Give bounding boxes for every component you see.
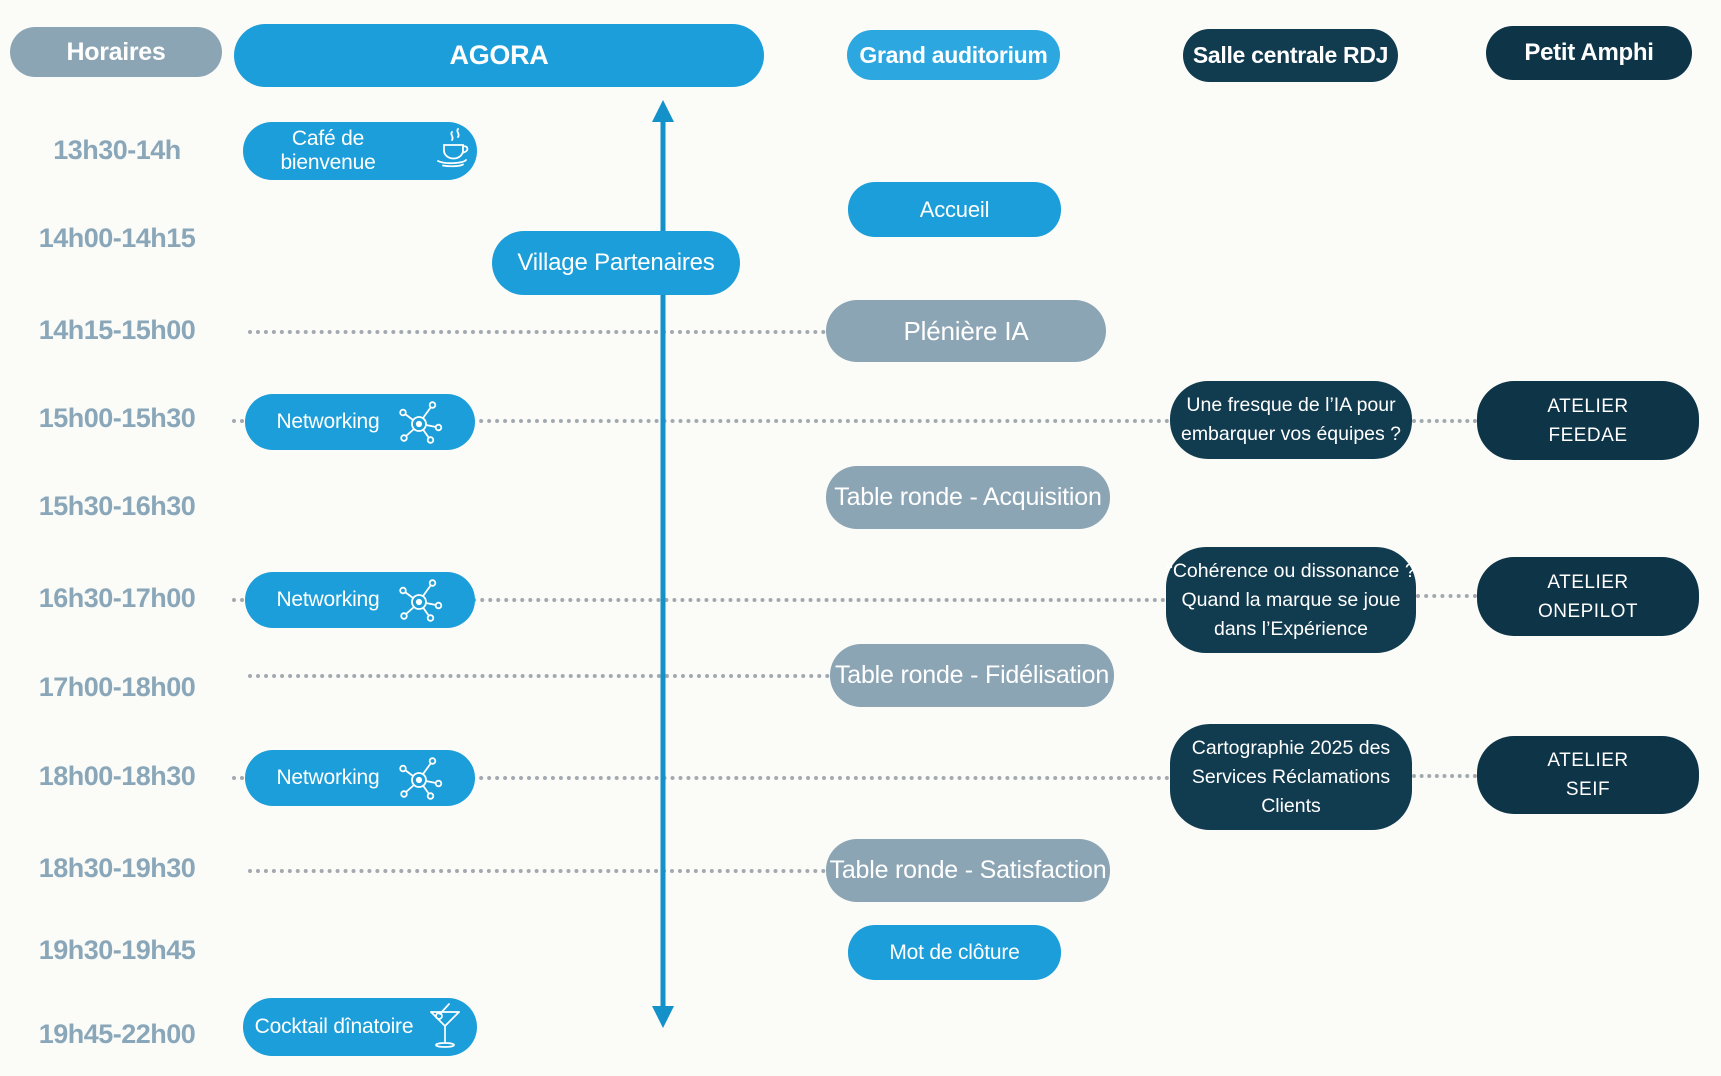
event-cartographie-2025: Cartographie 2025 des Services Réclamati… xyxy=(1170,724,1412,830)
event-village-partenaires: Village Partenaires xyxy=(492,231,740,295)
event-label-line: Quand la marque se joue xyxy=(1181,588,1401,611)
time-label: 18h00-18h30 xyxy=(38,761,196,791)
dotted-line-pleniere xyxy=(248,330,826,334)
event-label: Mot de clôture xyxy=(889,940,1020,964)
event-label: Cocktail dînatoire xyxy=(254,1015,414,1038)
column-header-label: Salle centrale RDJ xyxy=(1192,42,1389,68)
network-icon xyxy=(398,757,442,800)
event-label: Table ronde - Satisfaction xyxy=(829,856,1107,884)
dotted-line-satisfaction xyxy=(248,869,826,873)
dotted-line-networking1-fresque xyxy=(232,419,1170,423)
network-icon xyxy=(398,579,442,622)
martini-icon xyxy=(430,1003,461,1048)
event-table-ronde-fidelisation: Table ronde - Fidélisation xyxy=(830,644,1114,707)
event-label: Plénière IA xyxy=(903,315,1029,346)
column-header-label: Horaires xyxy=(66,37,166,66)
event-atelier-onepilot: ATELIER ONEPILOT xyxy=(1477,557,1699,636)
coffee-icon xyxy=(437,128,469,168)
network-icon xyxy=(398,401,442,444)
event-label-line: Services Réclamations xyxy=(1191,765,1391,788)
event-label: Accueil xyxy=(919,196,990,222)
event-label-line: Une fresque de l’IA pour xyxy=(1186,394,1396,416)
time-label: 14h00-14h15 xyxy=(38,223,196,253)
event-label-line: embarquer vos équipes ? xyxy=(1180,423,1402,445)
time-label: 19h30-19h45 xyxy=(38,935,196,965)
event-label-line: ONEPILOT xyxy=(1537,600,1639,622)
event-networking-2: Networking xyxy=(245,572,475,628)
time-label: 15h30-16h30 xyxy=(38,491,196,521)
event-cocktail-dinatoire: Cocktail dînatoire xyxy=(243,998,477,1056)
time-label: 18h30-19h30 xyxy=(38,853,196,883)
event-label-line: SEIF xyxy=(1565,779,1611,800)
event-networking-1: Networking xyxy=(245,394,475,450)
event-atelier-seif: ATELIER SEIF xyxy=(1477,736,1699,814)
time-label: 15h00-15h30 xyxy=(38,403,196,433)
dotted-line-fidelisation xyxy=(248,674,830,678)
time-label: 17h00-18h00 xyxy=(38,672,196,702)
time-label: 16h30-17h00 xyxy=(38,583,196,613)
event-label-line: Clients xyxy=(1261,794,1321,817)
event-label: Table ronde - Acquisition xyxy=(834,483,1102,511)
column-header-petit-amphi: Petit Amphi xyxy=(1486,26,1692,80)
event-mot-de-cloture: Mot de clôture xyxy=(848,925,1061,980)
column-header-grand-auditorium: Grand auditorium xyxy=(847,30,1060,80)
column-header-label: Petit Amphi xyxy=(1524,39,1654,66)
column-header-horaires: Horaires xyxy=(10,27,222,77)
dotted-line-networking3-carto xyxy=(232,776,1170,780)
event-label-line: ATELIER xyxy=(1547,571,1629,593)
event-label-line: FEEDAE xyxy=(1548,424,1628,446)
column-header-label: Grand auditorium xyxy=(859,41,1048,68)
time-label: 19h45-22h00 xyxy=(38,1019,196,1049)
event-label: Village Partenaires xyxy=(517,249,715,276)
event-label-line: Cartographie 2025 des xyxy=(1191,736,1391,759)
dotted-line-networking2-coherence xyxy=(232,598,1166,602)
event-label: Table ronde - Fidélisation xyxy=(834,661,1110,689)
event-label-line: dans l’Expérience xyxy=(1214,617,1368,640)
event-accueil: Accueil xyxy=(848,182,1061,237)
column-header-agora: AGORA xyxy=(234,24,764,87)
event-label-line: “Cohérence ou dissonance ? xyxy=(1166,559,1416,582)
event-table-ronde-satisfaction: Table ronde - Satisfaction xyxy=(826,839,1110,902)
dotted-line-coherence-onepilot xyxy=(1416,594,1477,598)
time-label: 14h15-15h00 xyxy=(38,315,196,345)
column-header-salle-centrale-rdj: Salle centrale RDJ xyxy=(1183,29,1398,82)
event-pleniere-ia: Plénière IA xyxy=(826,300,1106,362)
event-networking-3: Networking xyxy=(245,750,475,806)
column-header-label: AGORA xyxy=(449,40,549,70)
event-label: Café de bienvenue xyxy=(280,127,376,174)
event-table-ronde-acquisition: Table ronde - Acquisition xyxy=(826,466,1110,529)
event-atelier-feedae: ATELIER FEEDAE xyxy=(1477,381,1699,460)
dotted-line-fresque-feedae xyxy=(1412,419,1477,423)
event-cafe-de-bienvenue: Café de bienvenue xyxy=(243,122,477,180)
event-label: Networking xyxy=(276,588,380,611)
event-label-line: ATELIER xyxy=(1547,750,1629,771)
event-label: Networking xyxy=(276,410,380,433)
event-label: Networking xyxy=(276,766,380,789)
dotted-line-carto-seif xyxy=(1412,774,1477,778)
time-label: 13h30-14h xyxy=(53,135,181,165)
event-fresque-ia: Une fresque de l’IA pour embarquer vos é… xyxy=(1170,381,1412,459)
event-label-line: ATELIER xyxy=(1547,395,1629,417)
event-coherence-dissonance: “Cohérence ou dissonance ? Quand la marq… xyxy=(1166,547,1416,653)
